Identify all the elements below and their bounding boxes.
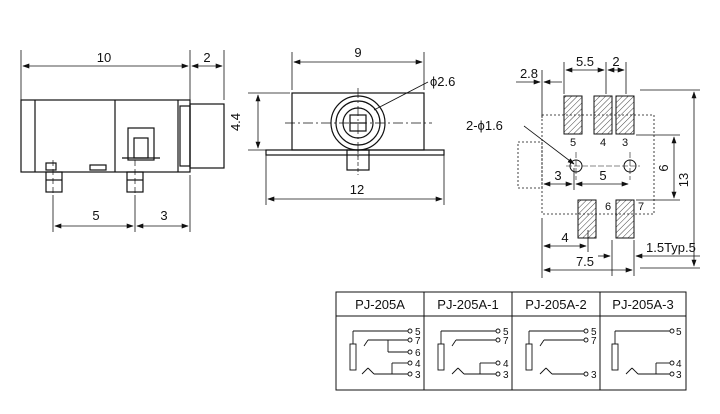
pin-label-3: 3 [622, 137, 628, 149]
table-header-0: PJ-205A [355, 297, 405, 312]
front-base-width-label: 12 [350, 182, 364, 197]
model-table [335, 291, 687, 391]
footprint-right-offset: 1.5Typ.5 [646, 240, 696, 255]
pad-6 [577, 199, 597, 239]
sch1-pin-1: 7 [503, 336, 509, 347]
sch0-pin-2: 6 [415, 348, 421, 359]
schematic-pj-205a-3 [611, 328, 675, 377]
table-header-2: PJ-205A-2 [525, 297, 586, 312]
footprint-offset-left-label: 2.8 [520, 66, 538, 81]
schematic-pj-205a-1 [437, 328, 501, 377]
front-view [248, 52, 445, 205]
sch2-pin-1: 7 [591, 336, 597, 347]
sch2-pin-0: 5 [591, 327, 597, 338]
footprint-pad-width-label: 2 [612, 54, 619, 69]
footprint-pads [563, 95, 635, 239]
pin-label-7: 7 [638, 201, 644, 213]
front-height-label: 4.4 [228, 113, 243, 131]
sch3-pin-2: 3 [676, 370, 682, 381]
sch2-pin-2: 3 [591, 370, 597, 381]
footprint-vertical-b: 13 [676, 173, 691, 187]
sch0-pin-4: 3 [415, 370, 421, 381]
schematic-pj-205a [349, 328, 413, 377]
sch3-pin-0: 5 [676, 327, 682, 338]
side-pin-spacing-a-label: 5 [92, 208, 99, 223]
footprint-vertical-a: 6 [656, 164, 671, 171]
sch1-pin-3: 3 [503, 370, 509, 381]
sch1-pin-0: 5 [503, 327, 509, 338]
side-pin-spacing-b-label: 3 [160, 208, 167, 223]
side-tab-length-label: 2 [203, 50, 210, 65]
front-width-label: 9 [354, 45, 361, 60]
pad-5 [563, 95, 583, 135]
pad-3 [615, 95, 635, 135]
footprint-pitch-label: 5.5 [576, 54, 594, 69]
table-header-3: PJ-205A-3 [612, 297, 673, 312]
side-view [20, 50, 225, 232]
sch0-pin-3: 4 [415, 359, 421, 370]
footprint-lower-total: 7.5 [576, 254, 594, 269]
table-header-1: PJ-205A-1 [437, 297, 498, 312]
pin-label-5: 5 [570, 137, 576, 149]
pin-label-4: 4 [600, 137, 606, 149]
footprint-hole-dist-b: 5 [599, 168, 606, 183]
footprint-hole-dist-a: 3 [554, 168, 561, 183]
schematic-pj-205a-2 [525, 328, 589, 377]
sch0-pin-0: 5 [415, 327, 421, 338]
pad-4 [593, 95, 613, 135]
sch3-pin-1: 4 [676, 359, 682, 370]
pad-7 [615, 199, 635, 239]
footprint-lower-offset: 4 [561, 230, 568, 245]
sch1-pin-2: 4 [503, 359, 509, 370]
sch0-pin-1: 7 [415, 336, 421, 347]
front-hole-dia-label: ϕ2.6 [430, 74, 455, 89]
side-body-length-label: 10 [97, 50, 111, 65]
pin-label-6: 6 [605, 201, 611, 213]
footprint-hole-callout: 2-ϕ1.6 [466, 118, 503, 133]
